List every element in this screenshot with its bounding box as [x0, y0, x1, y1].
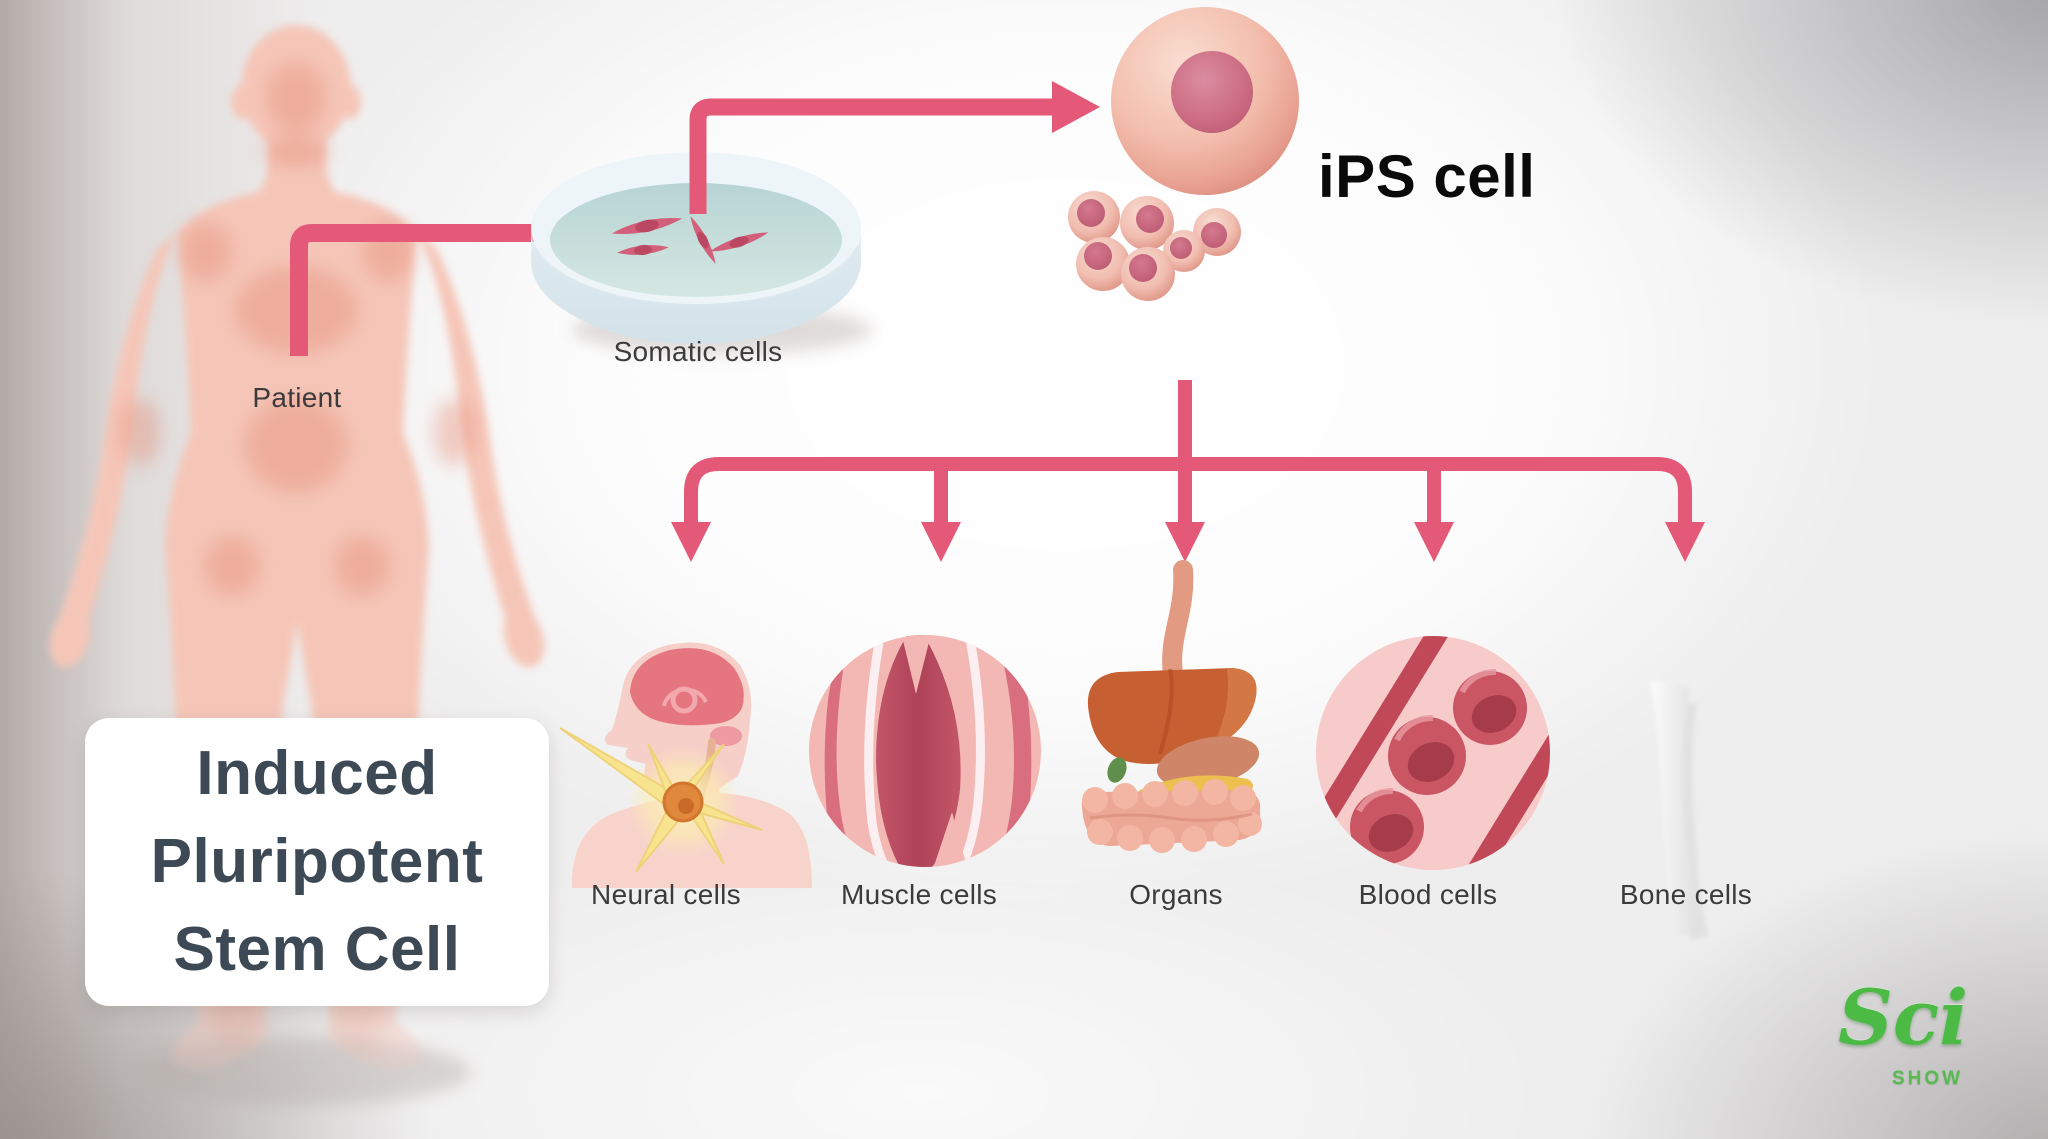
dish-water — [550, 183, 842, 297]
somatic-cells-label: Somatic cells — [613, 336, 783, 367]
bone-cells-label: Bone cells — [1619, 879, 1753, 910]
organs-label: Organs — [1129, 879, 1223, 910]
arrow-dish-to-ips — [689, 81, 1100, 214]
muscle-cells-icon — [809, 635, 1041, 867]
bone-cells-icon — [1650, 680, 1709, 940]
scishow-logo-caps: SHOW — [1892, 1068, 1964, 1089]
blood-cells-label: Blood cells — [1358, 879, 1498, 910]
muscle-cells-label: Muscle cells — [840, 879, 998, 910]
somatic-cells-icon — [611, 216, 769, 264]
organs-icon — [1081, 560, 1262, 853]
ips-cell-icon — [1111, 7, 1299, 195]
caption-box: Induced Pluripotent Stem Cell — [85, 718, 549, 1006]
caption-line-3: Stem Cell — [173, 915, 461, 984]
neural-cells-label: Neural cells — [591, 879, 741, 910]
branch-arrows — [671, 380, 1705, 562]
petri-dish — [531, 152, 872, 354]
caption-line-2: Pluripotent — [150, 827, 484, 896]
patient-label: Patient — [252, 382, 342, 413]
scishow-logo-script: Sci — [1838, 973, 1969, 1062]
ips-cell-colony — [1068, 191, 1241, 301]
scishow-logo: Sci SHOW — [1838, 980, 1988, 1110]
neural-cells-icon — [559, 642, 812, 888]
ips-cell-label: iPS cell — [1318, 143, 1536, 210]
caption-line-1: Induced — [196, 739, 438, 808]
